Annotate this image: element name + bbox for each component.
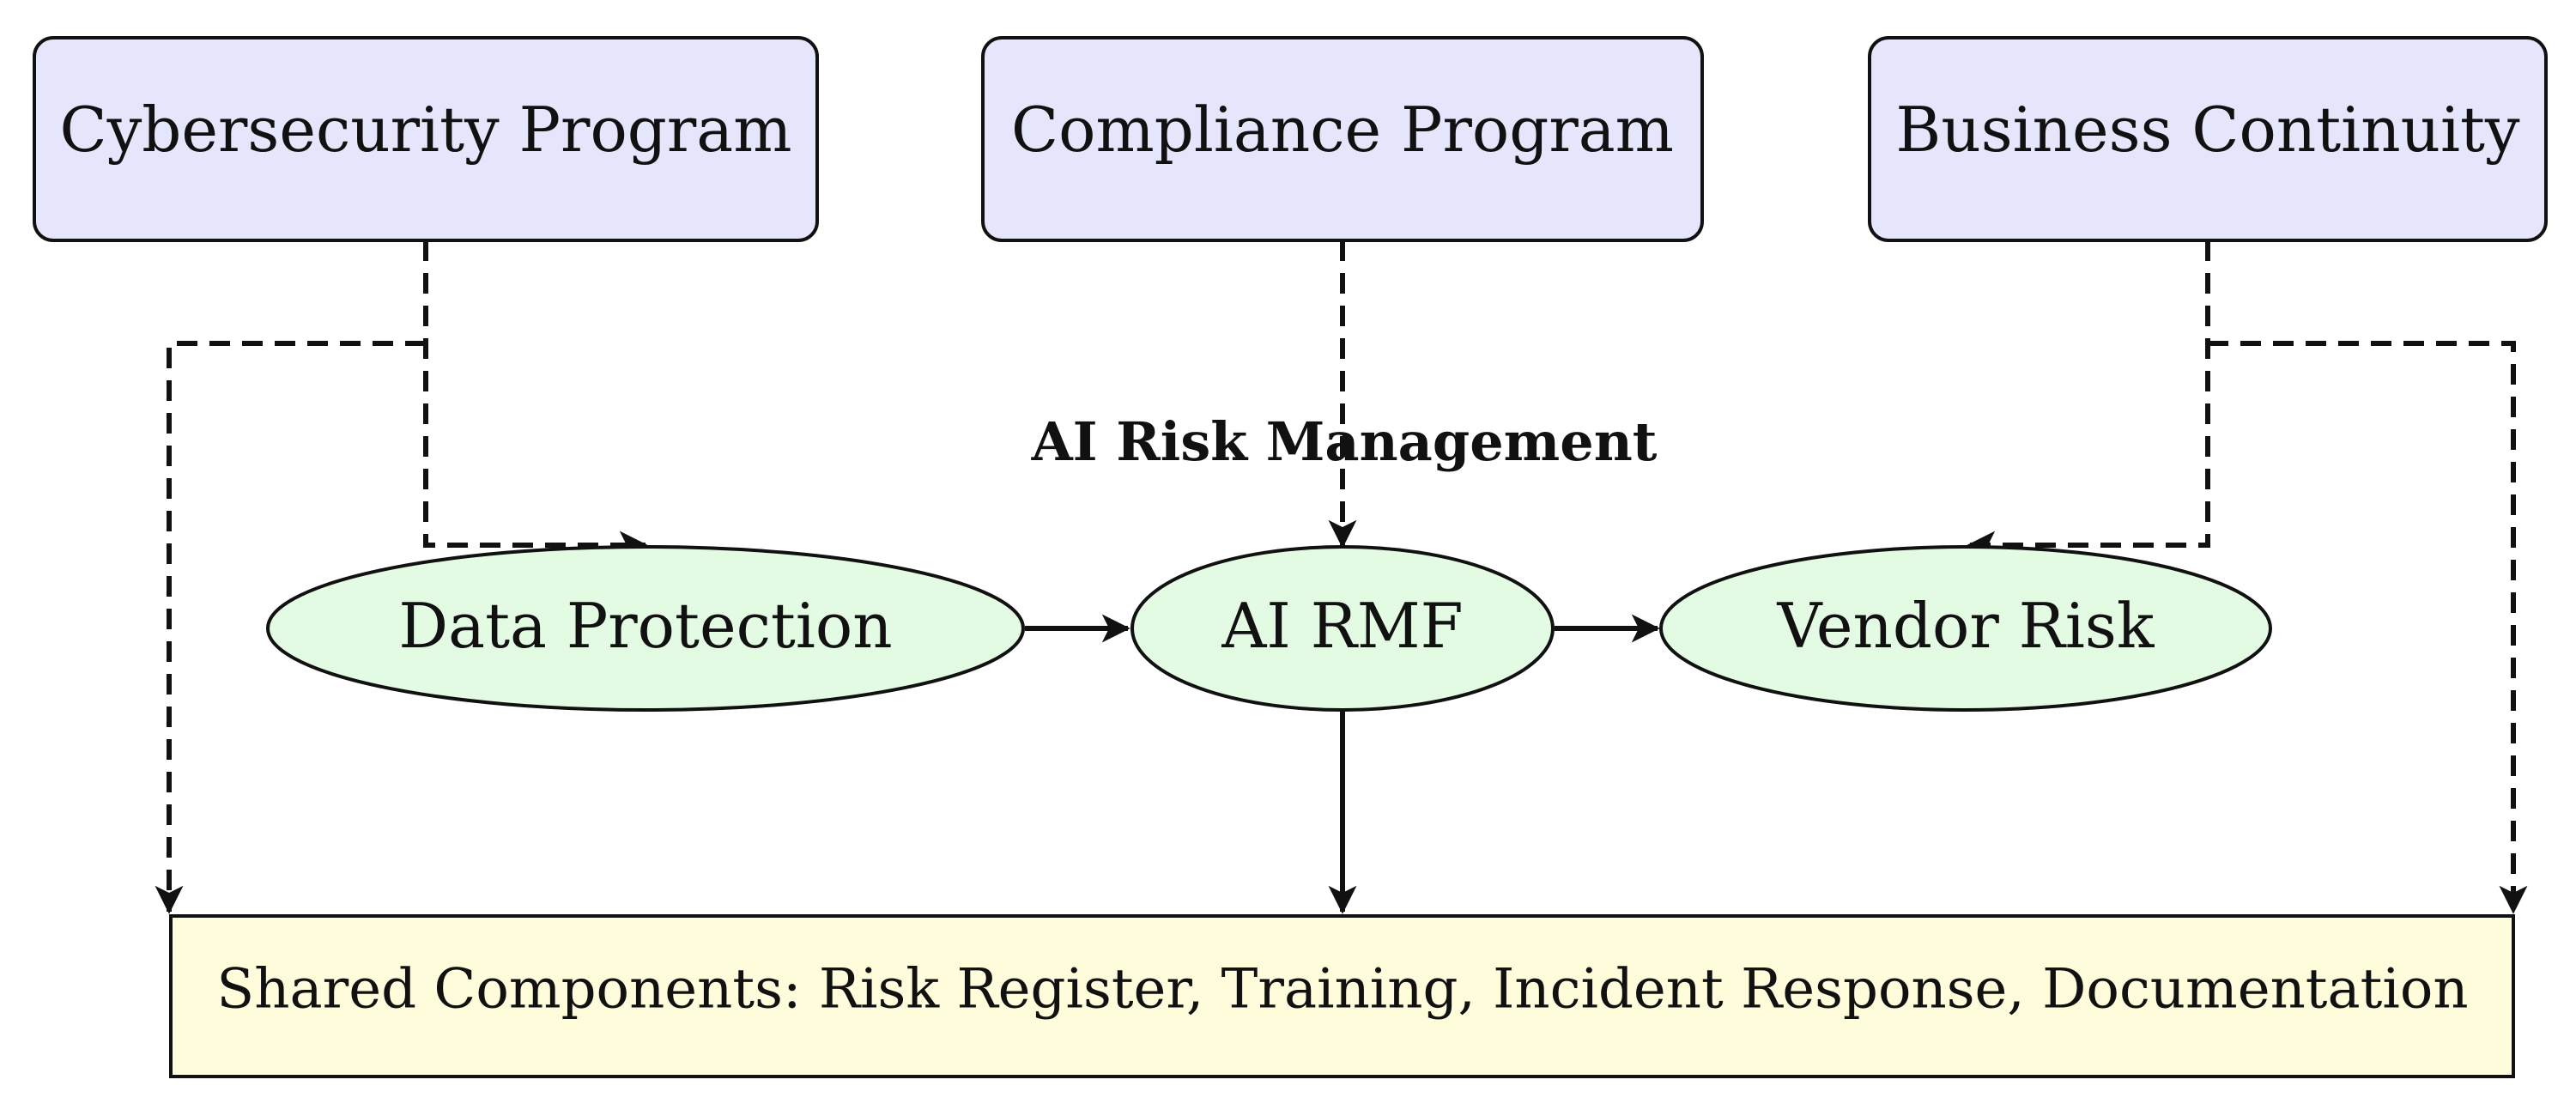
connector-continuity-to-vendor-risk [1967, 240, 2210, 560]
node-label-vendor-risk: Vendor Risk [1777, 590, 2155, 662]
program-label-cybersecurity: Cybersecurity Program [60, 94, 792, 166]
node-label-ai-rmf: AI RMF [1221, 590, 1463, 662]
node-label-data-protection: Data Protection [398, 590, 892, 662]
shared-components-box: Shared Components: Risk Register, Traini… [169, 914, 2515, 1078]
program-label-business-continuity: Business Continuity [1895, 94, 2519, 166]
shared-components-label: Shared Components: Risk Register, Traini… [216, 958, 2468, 1022]
program-label-compliance: Compliance Program [1011, 94, 1674, 166]
connector-cyber-to-shared [155, 341, 426, 914]
program-box-business-continuity: Business Continuity [1868, 36, 2548, 242]
program-box-cybersecurity: Cybersecurity Program [33, 36, 819, 242]
node-ai-rmf: AI RMF [1130, 545, 1555, 712]
connector-continuity-to-shared [2208, 341, 2528, 914]
connector-cyber-to-data-protection [423, 240, 648, 560]
node-data-protection: Data Protection [266, 545, 1025, 712]
node-vendor-risk: Vendor Risk [1659, 545, 2272, 712]
program-box-compliance: Compliance Program [981, 36, 1704, 242]
